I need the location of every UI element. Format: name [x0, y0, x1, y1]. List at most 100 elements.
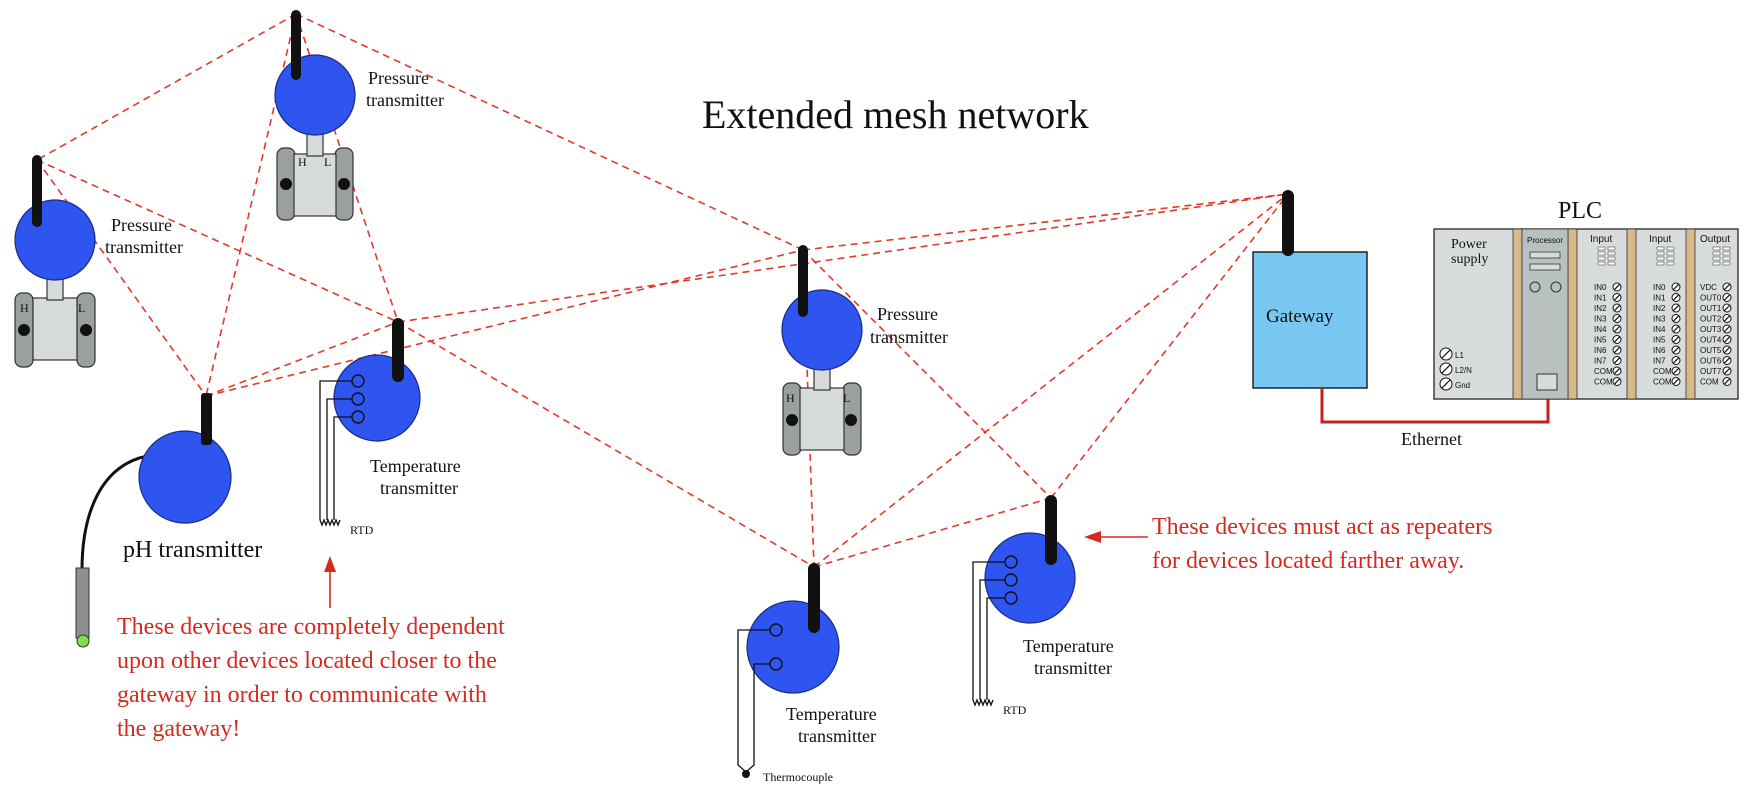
pressure-transmitter-left: H L Pressure transmitter — [14, 155, 183, 368]
terminal-screw — [1004, 555, 1018, 569]
transmitter-head — [746, 600, 840, 694]
note-line: upon other devices located closer to the — [117, 648, 497, 674]
terminal-screw — [769, 623, 783, 637]
screw-slot — [1672, 367, 1680, 375]
screw-slot — [1613, 283, 1621, 291]
antenna — [201, 393, 212, 445]
note-line: for devices located farther away. — [1152, 548, 1464, 574]
rtd-element — [319, 518, 341, 527]
device-label-line2: transmitter — [366, 90, 444, 110]
wireless-link — [295, 13, 804, 251]
processor-slot — [1529, 251, 1561, 259]
output-label: Output — [1700, 234, 1730, 245]
port-l-dot — [80, 324, 92, 336]
terminal-label: IN5 — [1594, 336, 1607, 345]
screw-slot — [1723, 315, 1731, 322]
terminal-label: IN3 — [1653, 315, 1666, 324]
ph-transmitter: pH transmitter — [75, 393, 262, 648]
module-separator — [1567, 228, 1578, 400]
port-l-label: L — [324, 155, 331, 169]
terminal-label: VDC — [1700, 283, 1717, 292]
terminal-label: IN3 — [1594, 315, 1607, 324]
terminal-screw — [1004, 573, 1018, 587]
wireless-link — [397, 193, 1289, 323]
rtd-element — [972, 698, 994, 707]
wireless-link — [802, 193, 1289, 251]
temperature-transmitter-rtd-left: RTD Temperature transmitter — [319, 318, 461, 537]
device-label-line1: Pressure — [111, 215, 172, 235]
screw-slot — [1613, 294, 1621, 301]
terminal-label: IN0 — [1594, 283, 1607, 292]
processor-label: Processor — [1527, 236, 1563, 245]
wireless-links — [36, 13, 1289, 568]
screw-slot — [1613, 325, 1621, 333]
screw-slot — [1613, 367, 1621, 375]
thermocouple-junction — [742, 770, 750, 778]
power-supply-label-line1: Power — [1451, 237, 1487, 252]
gateway-label: Gateway — [1266, 306, 1334, 327]
screw-slot — [1723, 346, 1731, 354]
terminal-label: OUT1 — [1700, 304, 1722, 313]
port-l-dot — [845, 414, 857, 426]
terminal-label: COM — [1653, 367, 1672, 376]
screw-slot — [1672, 325, 1680, 333]
screw-slot — [1672, 346, 1680, 354]
note-arrowhead — [324, 556, 336, 572]
screw-slot — [1723, 357, 1731, 364]
terminal-label: IN0 — [1653, 283, 1666, 292]
terminal-label: IN1 — [1653, 294, 1666, 303]
terminal-label: OUT5 — [1700, 346, 1722, 355]
antenna — [32, 155, 42, 227]
port-h-dot — [280, 178, 292, 190]
terminal-screw — [351, 392, 365, 406]
sensor-label: Thermocouple — [763, 770, 833, 784]
screw-slot — [1613, 346, 1621, 354]
processor-led — [1529, 281, 1541, 293]
screw-slot — [1441, 379, 1451, 389]
terminal-label: COM — [1700, 378, 1719, 387]
diagram-title: Extended mesh network — [702, 92, 1089, 137]
thermocouple-wires — [737, 629, 770, 773]
screw-slot — [1672, 378, 1680, 385]
antenna — [291, 10, 301, 80]
screw-slot — [1672, 357, 1680, 364]
screw-slot — [1723, 304, 1731, 312]
terminal-label: OUT2 — [1700, 315, 1722, 324]
antenna — [1045, 495, 1057, 565]
note-line: gateway in order to communicate with — [117, 682, 487, 708]
port-l-label: L — [78, 301, 85, 315]
transmitter-head — [274, 54, 356, 136]
port-h-label: H — [20, 301, 29, 315]
screw-slot — [1613, 378, 1621, 385]
input2-label: Input — [1649, 234, 1671, 245]
screw-slot — [1672, 304, 1680, 312]
note-repeater-devices: These devices must act as repeaters for … — [1084, 514, 1493, 574]
sensor-label: RTD — [350, 523, 374, 537]
wireless-link — [36, 159, 207, 397]
screw-slot — [1723, 336, 1731, 343]
device-label-line2: transmitter — [105, 237, 183, 257]
screw-slot — [1672, 294, 1680, 301]
pressure-transmitter-top: H L Pressure transmitter — [274, 10, 444, 221]
antenna — [798, 245, 808, 317]
note-arrowhead — [1084, 531, 1101, 543]
terminal-screw — [351, 374, 365, 388]
antenna — [392, 318, 404, 382]
ph-probe — [75, 567, 90, 639]
terminal-label: L1 — [1455, 351, 1464, 360]
note-line: These devices must act as repeaters — [1152, 514, 1493, 540]
ethernet-link: Ethernet — [1320, 384, 1550, 449]
screw-slot — [1441, 364, 1451, 374]
screw-slot — [1441, 349, 1451, 359]
terminal-label: OUT0 — [1700, 294, 1722, 303]
screw-slot — [1613, 336, 1621, 343]
terminal-label: OUT7 — [1700, 367, 1722, 376]
terminal-label: OUT3 — [1700, 325, 1722, 334]
